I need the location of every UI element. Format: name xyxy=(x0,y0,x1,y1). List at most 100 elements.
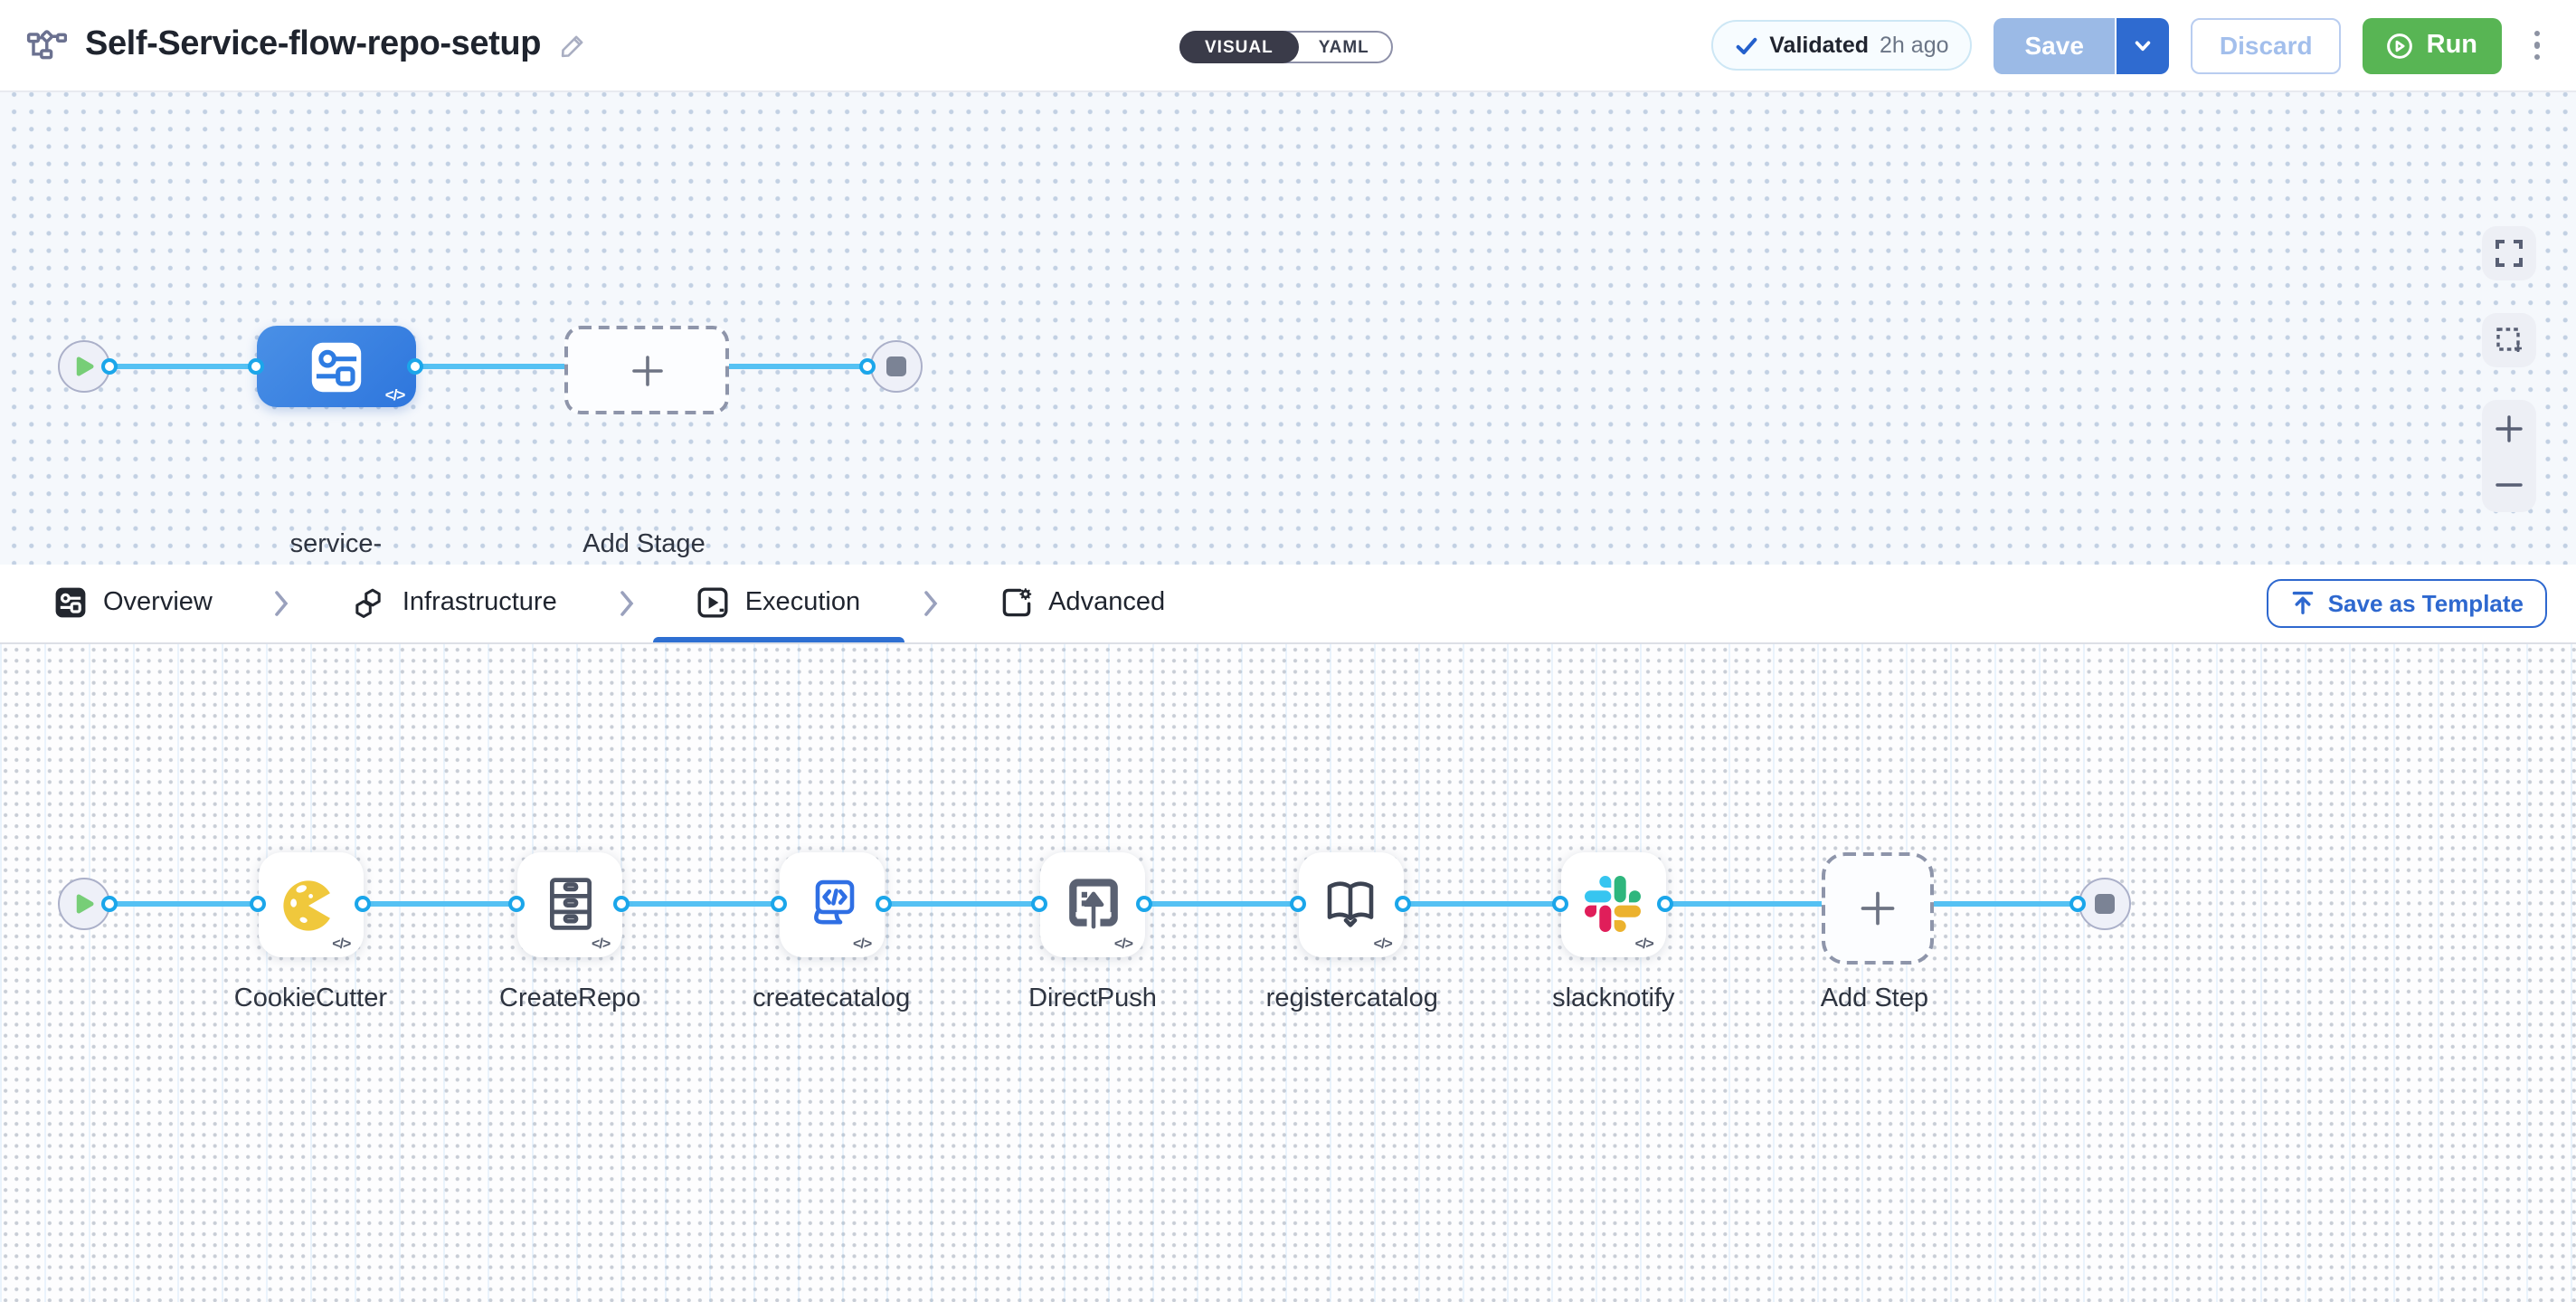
save-as-template-label: Save as Template xyxy=(2327,589,2524,616)
step-node-slacknotify[interactable]: </> xyxy=(1560,851,1666,957)
port[interactable] xyxy=(100,895,118,911)
tab-overview[interactable]: Overview xyxy=(11,564,256,641)
run-label: Run xyxy=(2426,31,2477,60)
start-play-icon xyxy=(76,356,94,376)
port-start-out[interactable] xyxy=(100,357,118,374)
fit-to-screen-button[interactable] xyxy=(2482,226,2536,280)
chevron-right-icon xyxy=(274,589,290,616)
step-label: registercatalog xyxy=(1265,984,1438,1012)
run-play-icon xyxy=(2387,33,2413,58)
tab-advanced-label: Advanced xyxy=(1048,588,1166,617)
tab-infrastructure[interactable]: Infrastructure xyxy=(308,564,601,641)
chevron-right-icon xyxy=(922,589,938,616)
zoom-out-button[interactable] xyxy=(2495,470,2524,499)
step-label: CookieCutter xyxy=(233,984,387,1012)
toggle-visual[interactable]: VISUAL xyxy=(1179,31,1299,63)
port[interactable] xyxy=(354,895,371,911)
port[interactable] xyxy=(249,895,266,911)
step-node-directpush[interactable]: </> xyxy=(1040,851,1145,957)
chevron-down-icon xyxy=(2135,40,2151,51)
zoom-in-button[interactable] xyxy=(2495,413,2524,442)
save-dropdown-button[interactable] xyxy=(2114,17,2169,73)
port[interactable] xyxy=(1030,895,1047,911)
end-square-icon xyxy=(886,356,905,376)
chevron-right-icon xyxy=(619,589,635,616)
add-stage-button[interactable] xyxy=(564,326,730,415)
execution-graph-canvas[interactable]: </> </> xyxy=(0,643,2576,1302)
port[interactable] xyxy=(770,895,786,911)
validated-time: 2h ago xyxy=(1880,33,1949,58)
stage-graph-canvas[interactable]: </> service-onboarding Add Stage xyxy=(0,92,2576,564)
port[interactable] xyxy=(1135,895,1152,911)
overview-stage-icon xyxy=(55,587,86,618)
zoom-controls xyxy=(2482,400,2536,512)
step-code-badge: </> xyxy=(1113,935,1133,952)
tab-infrastructure-label: Infrastructure xyxy=(402,588,557,617)
add-step-button[interactable] xyxy=(1822,851,1935,965)
port[interactable] xyxy=(1551,895,1568,911)
run-button[interactable]: Run xyxy=(2363,17,2501,73)
port[interactable] xyxy=(613,895,630,911)
pipeline-header: Self-Service-flow-repo-setup VISUAL YAML… xyxy=(0,0,2576,92)
open-book-icon xyxy=(1328,880,1375,927)
stage-code-badge: </> xyxy=(384,385,406,404)
marquee-select-button[interactable] xyxy=(2482,313,2536,367)
step-code-badge: </> xyxy=(592,935,611,952)
slack-icon xyxy=(1585,876,1642,933)
save-split-button[interactable]: Save xyxy=(1994,17,2169,73)
code-doc-icon xyxy=(813,879,854,924)
port[interactable] xyxy=(875,895,891,911)
port-stage-out[interactable] xyxy=(406,357,423,374)
page-title: Self-Service-flow-repo-setup xyxy=(85,25,542,63)
execution-play-square-icon xyxy=(697,587,728,618)
validated-badge: Validated 2h ago xyxy=(1711,20,1973,71)
port[interactable] xyxy=(2069,895,2086,911)
step-node-cookiecutter[interactable]: </> xyxy=(258,851,364,957)
port[interactable] xyxy=(1656,895,1673,911)
more-options-kebab-icon[interactable] xyxy=(2523,24,2551,68)
plus-icon xyxy=(631,355,663,385)
stage-edge-line xyxy=(109,364,870,369)
add-stage-label: Add Stage xyxy=(582,530,706,559)
edit-pencil-icon[interactable] xyxy=(559,32,586,59)
stage-node-label: service-onboarding xyxy=(289,530,383,559)
port[interactable] xyxy=(508,895,525,911)
title-group: Self-Service-flow-repo-setup xyxy=(25,24,586,66)
stage-config-tabs: Overview Infrastructure Execution xyxy=(0,564,2576,643)
add-step-label: Add Step xyxy=(1820,984,1929,1012)
infrastructure-hexagons-icon xyxy=(356,587,382,617)
step-code-badge: </> xyxy=(332,935,351,952)
stage-node-service-onboarding[interactable]: </> xyxy=(256,326,416,408)
check-icon xyxy=(1736,36,1757,54)
pipeline-flow-icon xyxy=(26,29,67,59)
port-end-in[interactable] xyxy=(859,357,876,374)
tab-advanced[interactable]: Advanced xyxy=(956,564,1208,641)
step-node-registercatalog[interactable]: </> xyxy=(1299,851,1405,957)
header-actions: Validated 2h ago Save Discard Run xyxy=(1711,17,2551,73)
custom-stage-icon xyxy=(311,341,361,392)
step-node-createrepo[interactable]: </> xyxy=(517,851,623,957)
advanced-doc-gear-icon xyxy=(1001,588,1031,617)
drawers-icon xyxy=(549,878,592,930)
step-node-createcatalog[interactable]: </> xyxy=(779,851,885,957)
step-label: CreateRepo xyxy=(499,984,641,1012)
step-code-badge: </> xyxy=(853,935,872,952)
step-label: createcatalog xyxy=(753,984,911,1012)
visual-yaml-toggle[interactable]: VISUAL YAML xyxy=(1179,31,1393,63)
plus-icon xyxy=(1861,890,1895,925)
pipeline-end-node[interactable] xyxy=(869,340,922,393)
save-button[interactable]: Save xyxy=(1994,17,2115,73)
step-code-badge: </> xyxy=(1373,935,1393,952)
toggle-yaml[interactable]: YAML xyxy=(1318,37,1369,57)
tab-overview-label: Overview xyxy=(103,588,213,617)
port-stage-in[interactable] xyxy=(247,357,264,374)
upload-box-icon xyxy=(1068,879,1117,929)
execution-end-node[interactable] xyxy=(2079,878,2131,931)
port[interactable] xyxy=(1395,895,1412,911)
upload-icon xyxy=(2292,591,2313,614)
save-as-template-button[interactable]: Save as Template xyxy=(2266,578,2547,627)
discard-button[interactable]: Discard xyxy=(2190,17,2342,73)
port[interactable] xyxy=(1290,895,1307,911)
tab-execution[interactable]: Execution xyxy=(652,564,904,641)
